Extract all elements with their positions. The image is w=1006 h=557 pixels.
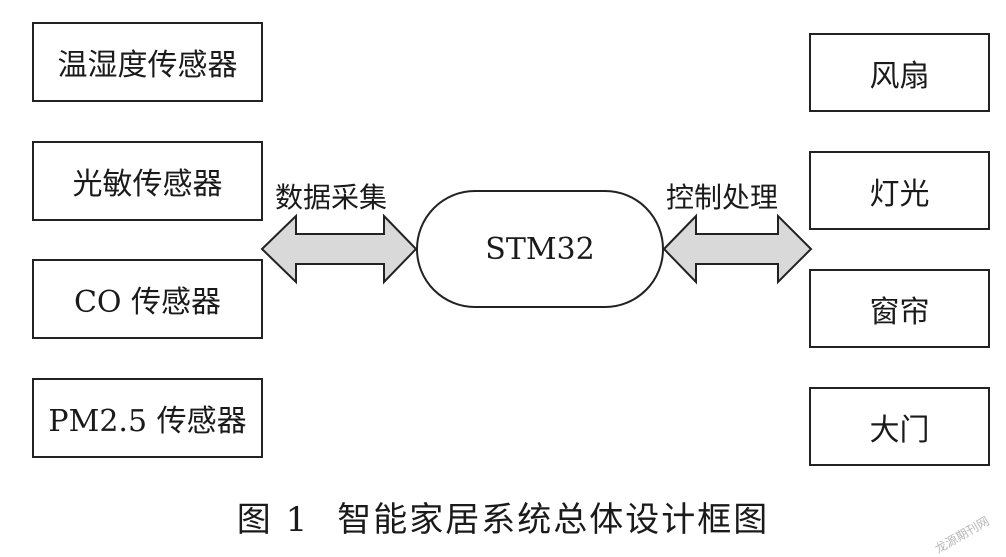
controller-label: STM32 — [485, 231, 595, 267]
sensor-box-pm25: PM2.5 传感器 — [32, 378, 263, 458]
actuator-box-fan: 风扇 — [809, 33, 990, 112]
controller-node: STM32 — [416, 190, 664, 308]
sensor-label: 光敏传感器 — [72, 167, 223, 202]
actuator-box-curtain: 窗帘 — [809, 269, 990, 348]
actuator-label: 灯光 — [869, 176, 930, 212]
figure-caption: 图 1 智能家居系统总体设计框图 — [0, 492, 1006, 541]
sensor-label: PM2.5 传感器 — [48, 404, 247, 439]
actuator-label: 大门 — [869, 412, 930, 448]
sensor-label: 温湿度传感器 — [57, 48, 238, 83]
figure-number: 图 1 — [236, 500, 310, 540]
control-processing-label: 控制处理 — [666, 181, 779, 214]
actuator-label: 风扇 — [869, 58, 930, 94]
double-arrow-left-icon — [260, 213, 418, 285]
sensor-box-co: CO 传感器 — [32, 259, 263, 339]
actuator-label: 窗帘 — [869, 294, 930, 330]
sensor-box-light: 光敏传感器 — [32, 141, 263, 221]
data-collection-label: 数据采集 — [275, 181, 388, 214]
figure-title: 智能家居系统总体设计框图 — [337, 500, 770, 540]
actuator-box-door: 大门 — [809, 387, 990, 466]
sensor-box-temperature-humidity: 温湿度传感器 — [32, 22, 263, 102]
actuator-box-light: 灯光 — [809, 151, 990, 230]
sensor-label: CO 传感器 — [73, 285, 222, 320]
double-arrow-right-icon — [662, 213, 813, 285]
